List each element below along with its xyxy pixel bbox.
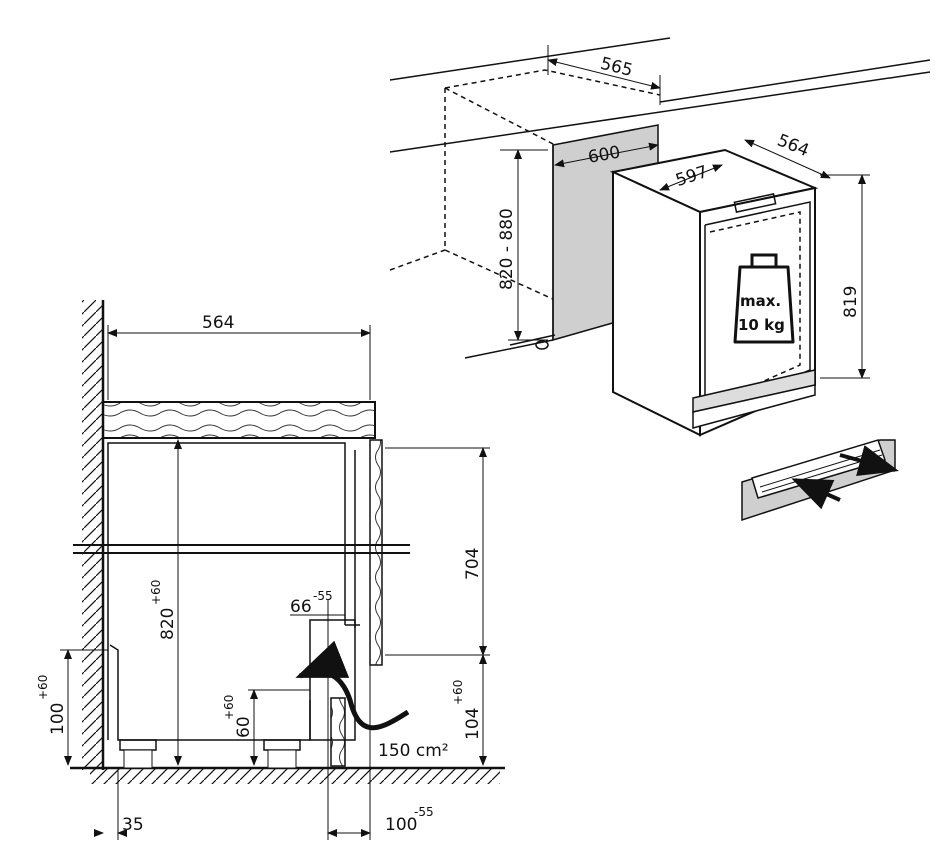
perspective-view: 565 600 820 - 880 597 564 819 max.	[389, 37, 931, 522]
countertop-lines	[389, 37, 931, 359]
dim-plinth-depth: 100	[385, 815, 417, 835]
load-label-max: max.	[740, 292, 781, 310]
ventilation-grille	[741, 439, 899, 522]
dim-door-height: 704	[463, 548, 483, 580]
max-load-weight-icon: max. 10 kg	[733, 253, 795, 344]
dim-wall-offset: 35	[122, 815, 144, 835]
dim-plinth-depth-tol: -55	[414, 805, 434, 819]
dim-appliance-height: 819	[841, 286, 861, 318]
dim-base-height-left-tol: +60	[36, 675, 50, 700]
foot-icon	[535, 340, 549, 350]
dim-plinth-height-tol: +60	[222, 695, 236, 720]
dim-niche-depth: 565	[598, 54, 634, 81]
airflow-arrow	[295, 640, 410, 731]
dim-base-height-left: 100	[48, 703, 68, 735]
wall	[82, 300, 102, 770]
appliance-section	[107, 442, 360, 769]
dim-countertop-depth: 564	[202, 313, 234, 333]
dim-gap-tol: -55	[313, 589, 333, 603]
dim-niche-height: 820 - 880	[497, 208, 517, 290]
vent-area-label: 150 cm²	[378, 741, 449, 761]
dim-appliance-depth: 564	[774, 130, 812, 161]
load-label-weight: 10 kg	[738, 316, 785, 334]
plinth	[330, 697, 346, 767]
dim-base-height-right: 104	[463, 708, 483, 740]
section-view: 564 820 +60 704 104 +60 100 +60	[36, 300, 505, 840]
floor	[90, 768, 500, 784]
dim-plinth-height: 60	[234, 716, 254, 738]
dim-niche-height: 820	[158, 608, 178, 640]
dim-base-height-right-tol: +60	[451, 680, 465, 705]
countertop	[102, 401, 376, 439]
dim-gap: 66	[290, 597, 312, 617]
dim-niche-height-tol: +60	[149, 580, 163, 605]
